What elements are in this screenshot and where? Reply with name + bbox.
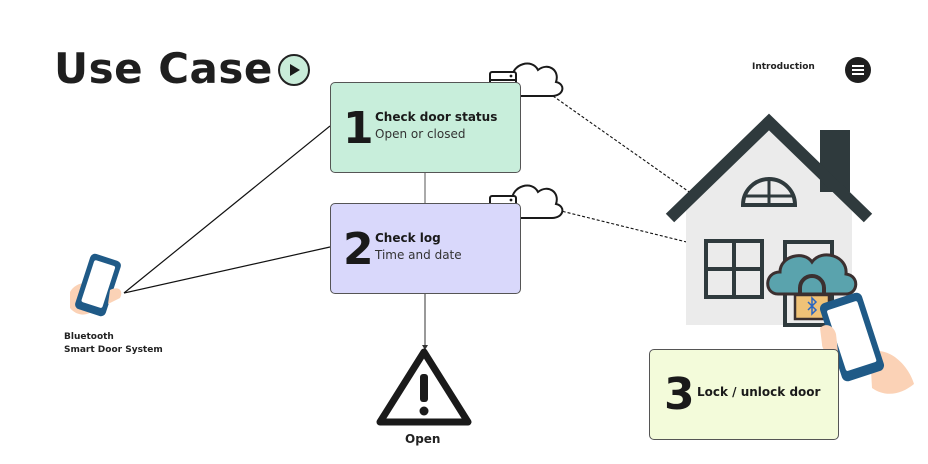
step-subtitle: Time and date xyxy=(375,248,462,262)
phone-icon xyxy=(70,253,122,317)
step-2-box: 2 Check log Time and date xyxy=(330,203,521,294)
nav-link-introduction[interactable]: Introduction xyxy=(752,62,815,72)
step-number: 3 xyxy=(664,369,695,420)
step-3-box: 3 Lock / unlock door xyxy=(649,349,839,440)
device-label: Bluetooth Smart Door System xyxy=(64,332,163,355)
connector-phone-step1 xyxy=(123,125,331,294)
arrow-head xyxy=(422,345,428,350)
menu-button[interactable] xyxy=(845,57,871,83)
bluetooth-icon xyxy=(807,296,818,316)
warning-icon xyxy=(376,348,472,426)
step-number: 1 xyxy=(343,103,374,154)
play-button[interactable] xyxy=(278,54,310,86)
step-number: 2 xyxy=(343,224,374,275)
menu-icon xyxy=(852,65,864,67)
alert-label: Open xyxy=(405,432,441,446)
connector-phone-step2 xyxy=(123,246,331,294)
page-title: Use Case xyxy=(54,44,273,93)
step-title: Check log xyxy=(375,231,441,245)
step-title: Lock / unlock door xyxy=(697,385,821,399)
step-title: Check door status xyxy=(375,110,498,124)
step-subtitle: Open or closed xyxy=(375,127,466,141)
step-1-box: 1 Check door status Open or closed xyxy=(330,82,521,173)
phone-icon xyxy=(819,292,914,394)
play-icon xyxy=(290,64,300,76)
